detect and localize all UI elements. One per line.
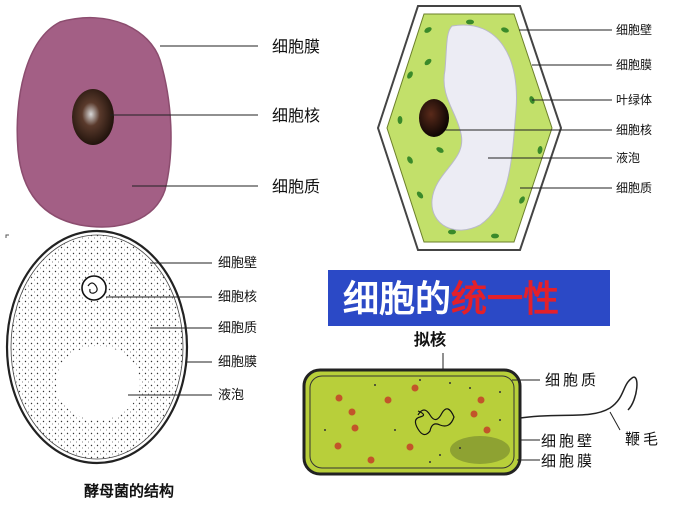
title-part-white: 细胞的: [343, 279, 451, 320]
bacterium-label-membrane: 细胞膜: [541, 452, 595, 470]
animal-label-nucleus: 细胞核: [272, 106, 320, 125]
yeast-cell: 细胞壁 细胞核 细胞质 细胞膜 液泡 酵母菌的结构: [5, 229, 257, 500]
animal-nucleus: [72, 89, 114, 145]
yeast-label-cytoplasm: 细胞质: [218, 321, 257, 336]
title-banner: 细胞的统一性: [328, 270, 610, 326]
yeast-vacuole: [56, 346, 140, 420]
plant-label-nucleus: 细胞核: [616, 123, 652, 137]
plant-nucleus: [419, 99, 449, 137]
yeast-nucleus: [81, 275, 107, 301]
plant-label-wall: 细胞壁: [616, 22, 652, 37]
yeast-label-vacuole: 液泡: [218, 388, 244, 403]
bacterium-shadow: [450, 436, 510, 464]
animal-label-membrane: 细胞膜: [272, 37, 320, 56]
animal-label-cytoplasm: 细胞质: [272, 177, 320, 196]
yeast-nucleus-detail: [87, 282, 98, 294]
yeast-label-wall: 细胞壁: [218, 256, 257, 271]
animal-cell: 细胞膜 细胞核 细胞质: [16, 17, 320, 228]
plant-label-chloroplast: 叶绿体: [616, 92, 652, 107]
title-box: [328, 270, 610, 326]
bacterium-label-wall: 细胞壁: [541, 432, 595, 450]
ribosomes: [334, 384, 491, 464]
yeast-label-membrane: 细胞膜: [218, 355, 257, 370]
plant-label-membrane: 细胞膜: [616, 58, 652, 72]
plant-cell: 细胞壁 细胞膜 叶绿体 细胞核 液泡 细胞质: [376, 5, 652, 251]
plant-vacuole: [431, 24, 517, 231]
yeast-label-nucleus: 细胞核: [218, 290, 257, 305]
chloroplasts: [397, 19, 543, 239]
title-part-red: 统一性: [451, 279, 559, 320]
bacterium-label-flagellum: 鞭毛: [625, 430, 661, 448]
bracket-mark: [5, 234, 9, 238]
bacterium-label-nucleoid: 拟核: [414, 330, 446, 349]
yeast-caption: 酵母菌的结构: [84, 482, 174, 500]
bacterium: 拟核 细胞质 细胞壁 细胞膜 鞭毛: [302, 330, 661, 476]
bacterium-nucleoid: [414, 408, 455, 436]
plant-label-vacuole: 液泡: [616, 150, 640, 165]
bacterium-label-cytoplasm: 细胞质: [545, 371, 599, 389]
plant-label-cytoplasm: 细胞质: [616, 181, 652, 195]
title-text: 细胞的统一性: [343, 279, 559, 320]
bacterium-cytoplasm: [309, 375, 515, 469]
flagellum: [519, 376, 638, 419]
bacterium-dots: [324, 379, 501, 463]
